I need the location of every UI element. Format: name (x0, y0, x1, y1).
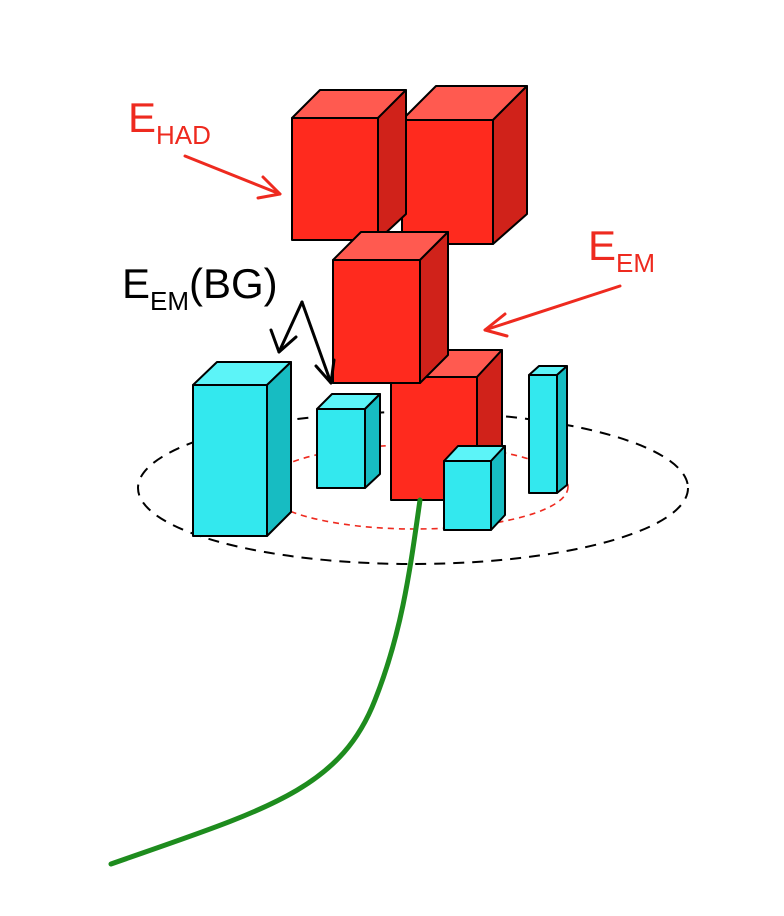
bg-arrows (269, 300, 336, 385)
em-label: EEM (588, 222, 655, 278)
em-tower-middle (332, 231, 449, 384)
bg-tower-large-left (192, 361, 292, 537)
bg-tower-tall-right (528, 365, 568, 494)
em-arrow (483, 284, 622, 338)
bg-label: EEM(BG) (122, 260, 278, 316)
had-tower-left (291, 89, 407, 241)
bg-tower-small-center (316, 393, 381, 489)
had-tower-right (401, 85, 528, 245)
had-arrow (183, 154, 282, 200)
bg-tower-front-right (443, 445, 506, 531)
em-tower-lower (390, 349, 503, 501)
had-label: EHAD (128, 94, 211, 150)
particle-track (108, 497, 423, 867)
